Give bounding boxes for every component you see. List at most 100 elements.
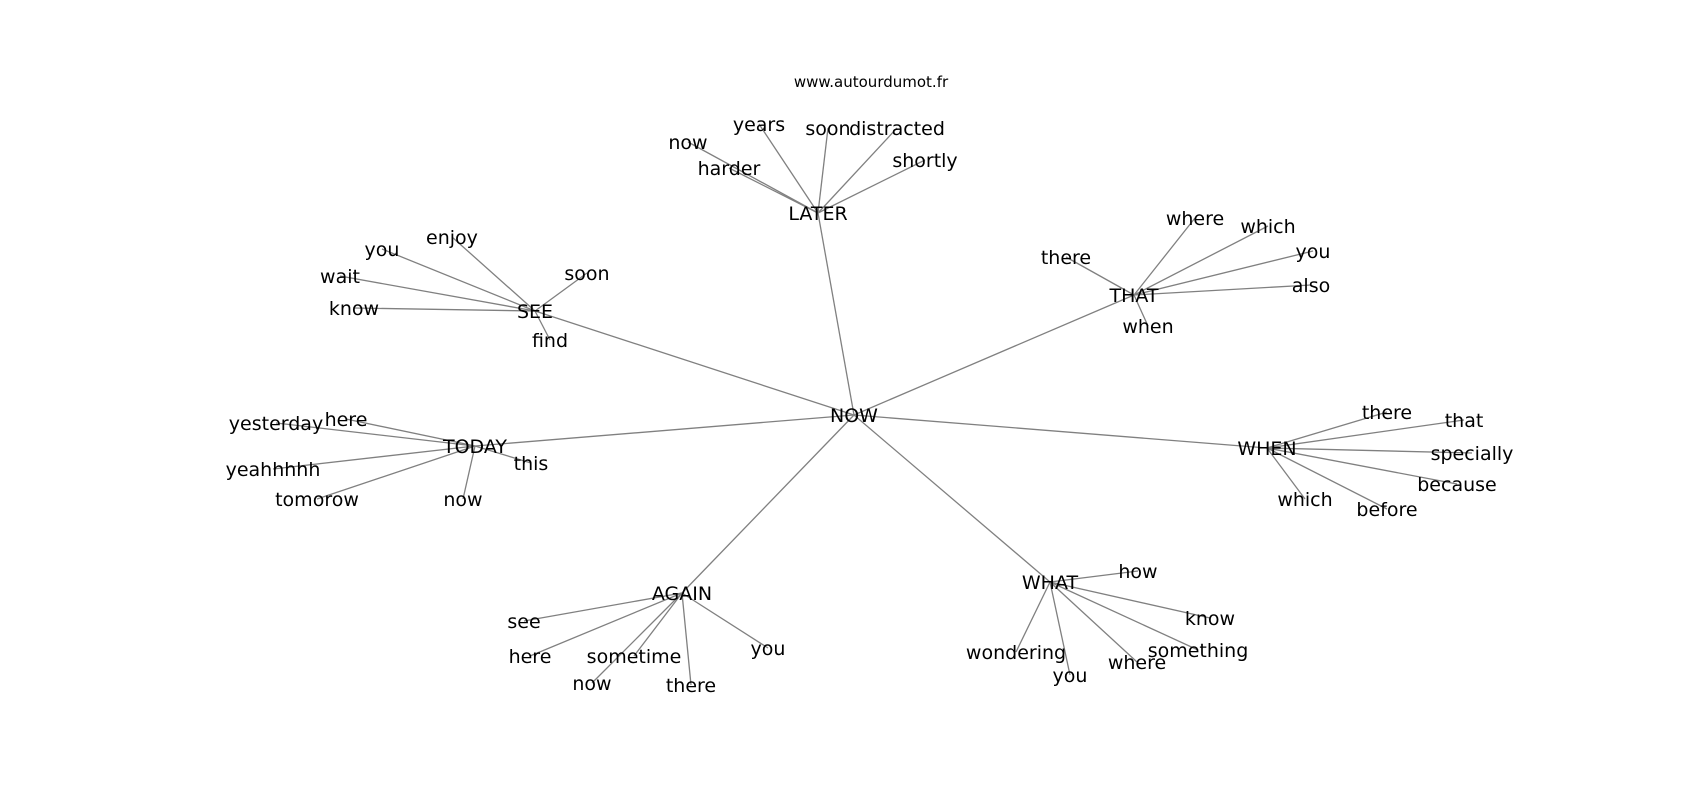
word-node-again-here: here (509, 646, 552, 668)
edge-again-there (681, 592, 692, 686)
word-node-what-wondering: wondering (966, 642, 1066, 664)
edge-see-you (381, 248, 536, 312)
word-node-when-because: because (1417, 474, 1496, 496)
word-node-see-soon: soon (564, 263, 609, 285)
edge-again-you (681, 592, 769, 649)
word-node-see-find: find (532, 330, 568, 352)
edge-today-yesterday (275, 422, 476, 447)
edge-see-soon (534, 272, 588, 312)
edge-when-specially (1266, 447, 1473, 454)
edge-later-soon (817, 127, 829, 214)
edge-later-distracted (817, 127, 898, 214)
edge-what-something (1049, 581, 1199, 651)
word-node-later-now: now (668, 132, 707, 154)
word-node-when-there: there (1362, 402, 1412, 424)
site-credit: www.autourdumot.fr (794, 73, 949, 91)
word-node-that-where: where (1166, 208, 1224, 230)
edge-now-when (853, 414, 1268, 449)
edge-again-see (523, 592, 683, 622)
word-node-that-also: also (1292, 275, 1330, 297)
word-node-when-specially: specially (1431, 443, 1514, 465)
edge-later-now (687, 141, 819, 214)
word-node-today-now: now (443, 489, 482, 511)
edge-now-see (534, 310, 855, 416)
edge-that-there (1065, 256, 1135, 296)
center-node-now: NOW (830, 405, 878, 427)
edge-later-years (758, 123, 819, 214)
edge-what-you (1049, 581, 1071, 676)
edges (272, 123, 1473, 686)
word-node-that-you: you (1296, 241, 1331, 263)
hub-node-again: AGAIN (652, 583, 712, 605)
edge-again-sometime (633, 592, 683, 657)
hub-node-later: LATER (788, 203, 847, 225)
edge-see-wait (339, 275, 536, 312)
edge-today-now (462, 445, 476, 500)
word-node-what-you: you (1053, 665, 1088, 687)
word-node-later-shortly: shortly (892, 150, 957, 172)
word-node-today-tomorow: tomorow (275, 489, 359, 511)
word-node-again-see: see (507, 611, 540, 633)
edge-see-find (534, 310, 551, 341)
word-node-later-distracted: distracted (849, 118, 945, 140)
edge-that-also (1133, 284, 1312, 296)
word-node-again-now: now (572, 673, 611, 695)
word-node-again-you: you (751, 638, 786, 660)
edge-see-know (353, 307, 536, 312)
word-node-what-how: how (1118, 561, 1157, 583)
edge-when-that (1266, 419, 1465, 449)
word-node-later-soon: soon (805, 118, 850, 140)
edge-that-you (1133, 250, 1314, 296)
edge-today-tomorow (316, 445, 476, 500)
word-node-what-know: know (1185, 608, 1235, 630)
word-node-see-know: know (329, 298, 379, 320)
hub-node-today: TODAY (442, 436, 507, 458)
word-node-again-sometime: sometime (587, 646, 682, 668)
word-node-later-years: years (733, 114, 785, 136)
hub-node-what: WHAT (1022, 572, 1079, 594)
word-node-what-something: something (1148, 640, 1249, 662)
word-node-that-when: when (1122, 316, 1173, 338)
word-node-see-you: you (365, 239, 400, 261)
word-node-today-this: this (514, 453, 549, 475)
edge-when-there (1266, 411, 1388, 449)
edge-now-today (474, 414, 855, 447)
edge-today-this (474, 445, 532, 464)
edge-what-how (1049, 570, 1139, 583)
edge-again-now (591, 592, 683, 684)
word-node-later-harder: harder (698, 158, 761, 180)
word-node-again-there: there (666, 675, 716, 697)
edge-now-again (681, 414, 855, 594)
edge-later-shortly (817, 159, 926, 214)
edge-today-yeahhhhh (272, 445, 476, 470)
edge-today-here (345, 418, 476, 447)
word-node-that-there: there (1041, 247, 1091, 269)
edge-what-know (1049, 581, 1211, 619)
edge-that-where (1133, 217, 1196, 296)
word-node-see-enjoy: enjoy (426, 227, 478, 249)
edge-what-wondering (1015, 581, 1051, 653)
word-node-today-here: here (325, 409, 368, 431)
word-node-when-before: before (1356, 499, 1417, 521)
edge-that-which (1133, 225, 1269, 296)
word-node-what-where: where (1108, 652, 1166, 674)
edge-when-because (1266, 447, 1458, 485)
edge-now-later (817, 212, 855, 416)
edge-now-that (853, 294, 1135, 416)
hub-node-that: THAT (1108, 285, 1158, 307)
edge-when-before (1266, 447, 1388, 510)
hub-node-when: WHEN (1237, 438, 1296, 460)
edge-see-enjoy (451, 236, 536, 312)
edge-that-when (1133, 294, 1149, 327)
edge-when-which (1266, 447, 1306, 500)
edge-now-what (853, 414, 1051, 583)
edge-later-harder (728, 167, 819, 214)
edge-again-here (529, 592, 683, 657)
word-node-see-wait: wait (320, 266, 360, 288)
hub-node-see: SEE (517, 301, 553, 323)
word-node-today-yesterday: yesterday (229, 413, 323, 435)
word-node-that-which: which (1240, 216, 1295, 238)
word-node-when-that: that (1445, 410, 1484, 432)
